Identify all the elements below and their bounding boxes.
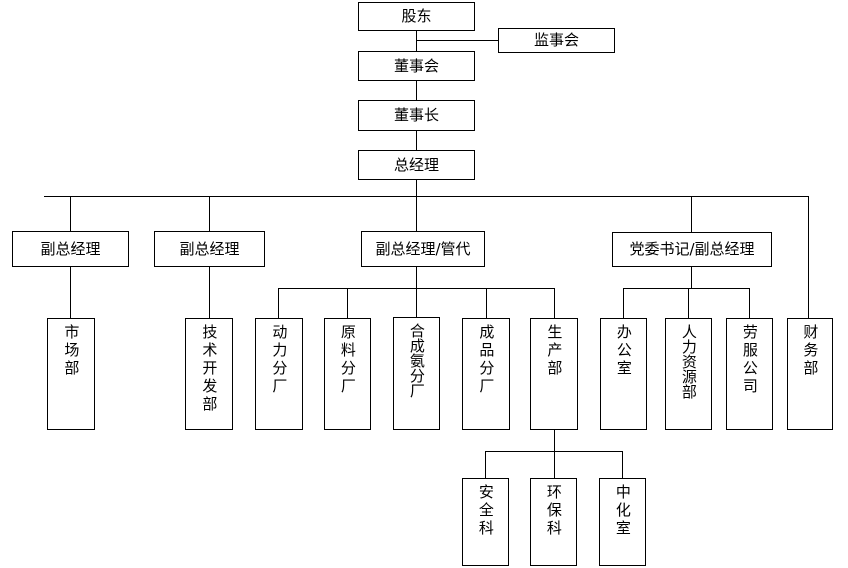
node-shareholders[interactable]: 股东: [358, 2, 475, 31]
connector-bus-to-deputy-gm-1: [70, 196, 71, 231]
node-party-secretary-deputy-gm-label: 党委书记/副总经理: [629, 240, 755, 259]
connector-bus-to-finance-dept: [808, 196, 809, 318]
node-marketing-dept-label: 市场部: [62, 324, 81, 378]
connector-mr-bus-to-ammonia-plant: [416, 288, 417, 317]
node-chairman-label: 董事长: [393, 106, 439, 125]
node-material-plant-label: 原料分厂: [338, 324, 357, 396]
connector-production-dept-drop: [554, 429, 555, 451]
node-safety-section-label: 安全科: [476, 484, 495, 538]
node-production-dept-label: 生产部: [545, 324, 564, 378]
connector-shareholders-trunk: [416, 30, 417, 52]
node-power-plant-label: 动力分厂: [270, 324, 289, 396]
connector-bus-to-deputy-gm-mr: [416, 196, 417, 231]
connector-deputy-gm-2-to-tech-dev: [209, 266, 210, 318]
connector-mr-bus-to-production-dept: [554, 288, 555, 318]
node-office-label: 办公室: [614, 324, 633, 378]
node-board-of-directors-label: 董事会: [393, 56, 439, 75]
node-environment-section-label: 环保科: [544, 484, 563, 538]
node-central-lab-label: 中化室: [613, 484, 632, 538]
node-party-secretary-deputy-gm[interactable]: 党委书记/副总经理: [612, 232, 772, 267]
connector-mr-bus-to-finished-goods: [486, 288, 487, 318]
node-central-lab[interactable]: 中化室: [599, 478, 646, 566]
connector-production-bus-to-environment: [554, 451, 555, 478]
node-finance-dept-label: 财务部: [801, 324, 820, 378]
node-finished-goods-plant[interactable]: 成品分厂: [462, 318, 510, 430]
connector-party-bus-to-hr: [688, 288, 689, 318]
node-material-plant[interactable]: 原料分厂: [324, 318, 371, 430]
node-production-dept[interactable]: 生产部: [530, 318, 578, 430]
connector-bus-to-party-secretary: [691, 196, 692, 232]
node-general-manager-label: 总经理: [393, 155, 439, 174]
connector-deputy-gm-1-to-marketing: [70, 266, 71, 318]
connector-mr-bus-to-material-plant: [347, 288, 348, 318]
node-hr-dept[interactable]: 人力资源部: [665, 318, 712, 430]
node-labor-service-company-label: 劳服公司: [740, 324, 759, 396]
node-deputy-gm-1-label: 副总经理: [40, 239, 101, 258]
connector-executive-bus: [44, 196, 809, 197]
node-tech-dev-dept-label: 技术开发部: [200, 324, 219, 414]
node-finished-goods-plant-label: 成品分厂: [477, 324, 496, 396]
connector-chairman-gm: [416, 131, 417, 150]
node-hr-dept-label: 人力资源部: [679, 324, 698, 399]
connector-deputy-gm-mr-drop: [416, 266, 417, 288]
connector-party-secretary-drop: [691, 266, 692, 288]
node-environment-section[interactable]: 环保科: [530, 478, 577, 566]
node-marketing-dept[interactable]: 市场部: [47, 318, 95, 430]
node-deputy-gm-1[interactable]: 副总经理: [12, 231, 129, 267]
connector-gm-bus-drop: [416, 180, 417, 196]
node-ammonia-plant[interactable]: 合成氨分厂: [393, 317, 440, 430]
connector-party-bus-to-office: [623, 288, 624, 318]
node-ammonia-plant-label: 合成氨分厂: [407, 323, 426, 398]
node-supervisory-board[interactable]: 监事会: [498, 28, 615, 53]
node-labor-service-company[interactable]: 劳服公司: [726, 318, 773, 430]
connector-board-chairman: [416, 80, 417, 100]
node-deputy-gm-2-label: 副总经理: [179, 239, 240, 258]
node-shareholders-label: 股东: [401, 7, 432, 26]
node-deputy-gm-2[interactable]: 副总经理: [154, 231, 265, 267]
node-tech-dev-dept[interactable]: 技术开发部: [185, 318, 233, 430]
connector-mr-bus-to-power-plant: [278, 288, 279, 318]
node-chairman[interactable]: 董事长: [358, 100, 475, 131]
node-deputy-gm-management-rep-label: 副总经理/管代: [375, 239, 471, 258]
node-finance-dept[interactable]: 财务部: [787, 318, 833, 430]
node-deputy-gm-management-rep[interactable]: 副总经理/管代: [361, 231, 485, 267]
node-board-of-directors[interactable]: 董事会: [358, 51, 475, 81]
connector-party-secretary-bus: [623, 288, 750, 289]
node-supervisory-board-label: 监事会: [533, 31, 579, 50]
connector-party-bus-to-labor-service: [749, 288, 750, 318]
node-general-manager[interactable]: 总经理: [358, 150, 475, 180]
node-office[interactable]: 办公室: [600, 318, 647, 430]
connector-bus-to-deputy-gm-2: [209, 196, 210, 231]
node-safety-section[interactable]: 安全科: [462, 478, 509, 566]
connector-production-bus-to-central-lab: [622, 451, 623, 478]
node-power-plant[interactable]: 动力分厂: [255, 318, 303, 430]
connector-production-bus-to-safety: [485, 451, 486, 478]
connector-supervisory-board: [416, 40, 498, 41]
